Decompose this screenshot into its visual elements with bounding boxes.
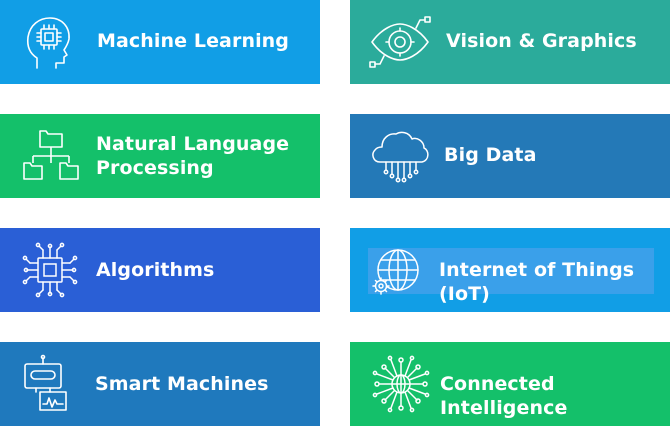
tile-connected-intelligence[interactable]: Connected Intelligence bbox=[350, 342, 670, 426]
circuit-chip-icon bbox=[22, 242, 78, 298]
tile-big-data[interactable]: Big Data bbox=[350, 114, 670, 198]
tile-vision-graphics[interactable]: Vision & Graphics bbox=[350, 0, 670, 84]
tile-algorithms[interactable]: Algorithms bbox=[0, 228, 320, 312]
tile-smart-machines[interactable]: Smart Machines bbox=[0, 342, 320, 426]
hierarchy-folders-icon bbox=[22, 128, 80, 184]
tile-label: Big Data bbox=[444, 144, 537, 166]
tile-machine-learning[interactable]: Machine Learning bbox=[0, 0, 320, 84]
eye-icon bbox=[368, 14, 432, 70]
tile-label: Algorithms bbox=[96, 259, 215, 281]
robot-device-icon bbox=[22, 354, 70, 414]
globe-network-icon bbox=[372, 354, 430, 414]
highlight-panel bbox=[368, 248, 654, 294]
cloud-data-icon bbox=[370, 128, 430, 186]
tile-label: Natural Language Processing bbox=[96, 133, 290, 179]
tile-internet-of-things[interactable]: Internet of Things (IoT) bbox=[350, 228, 670, 312]
tile-label: Connected Intelligence bbox=[440, 373, 568, 419]
tile-label: Internet of Things (IoT) bbox=[439, 259, 635, 305]
head-chip-icon bbox=[24, 14, 72, 70]
globe-gear-icon bbox=[372, 246, 422, 296]
tile-label: Vision & Graphics bbox=[446, 30, 637, 52]
tile-natural-language-processing[interactable]: Natural Language Processing bbox=[0, 114, 320, 198]
tile-label: Smart Machines bbox=[95, 373, 269, 395]
tile-label: Machine Learning bbox=[97, 30, 290, 52]
